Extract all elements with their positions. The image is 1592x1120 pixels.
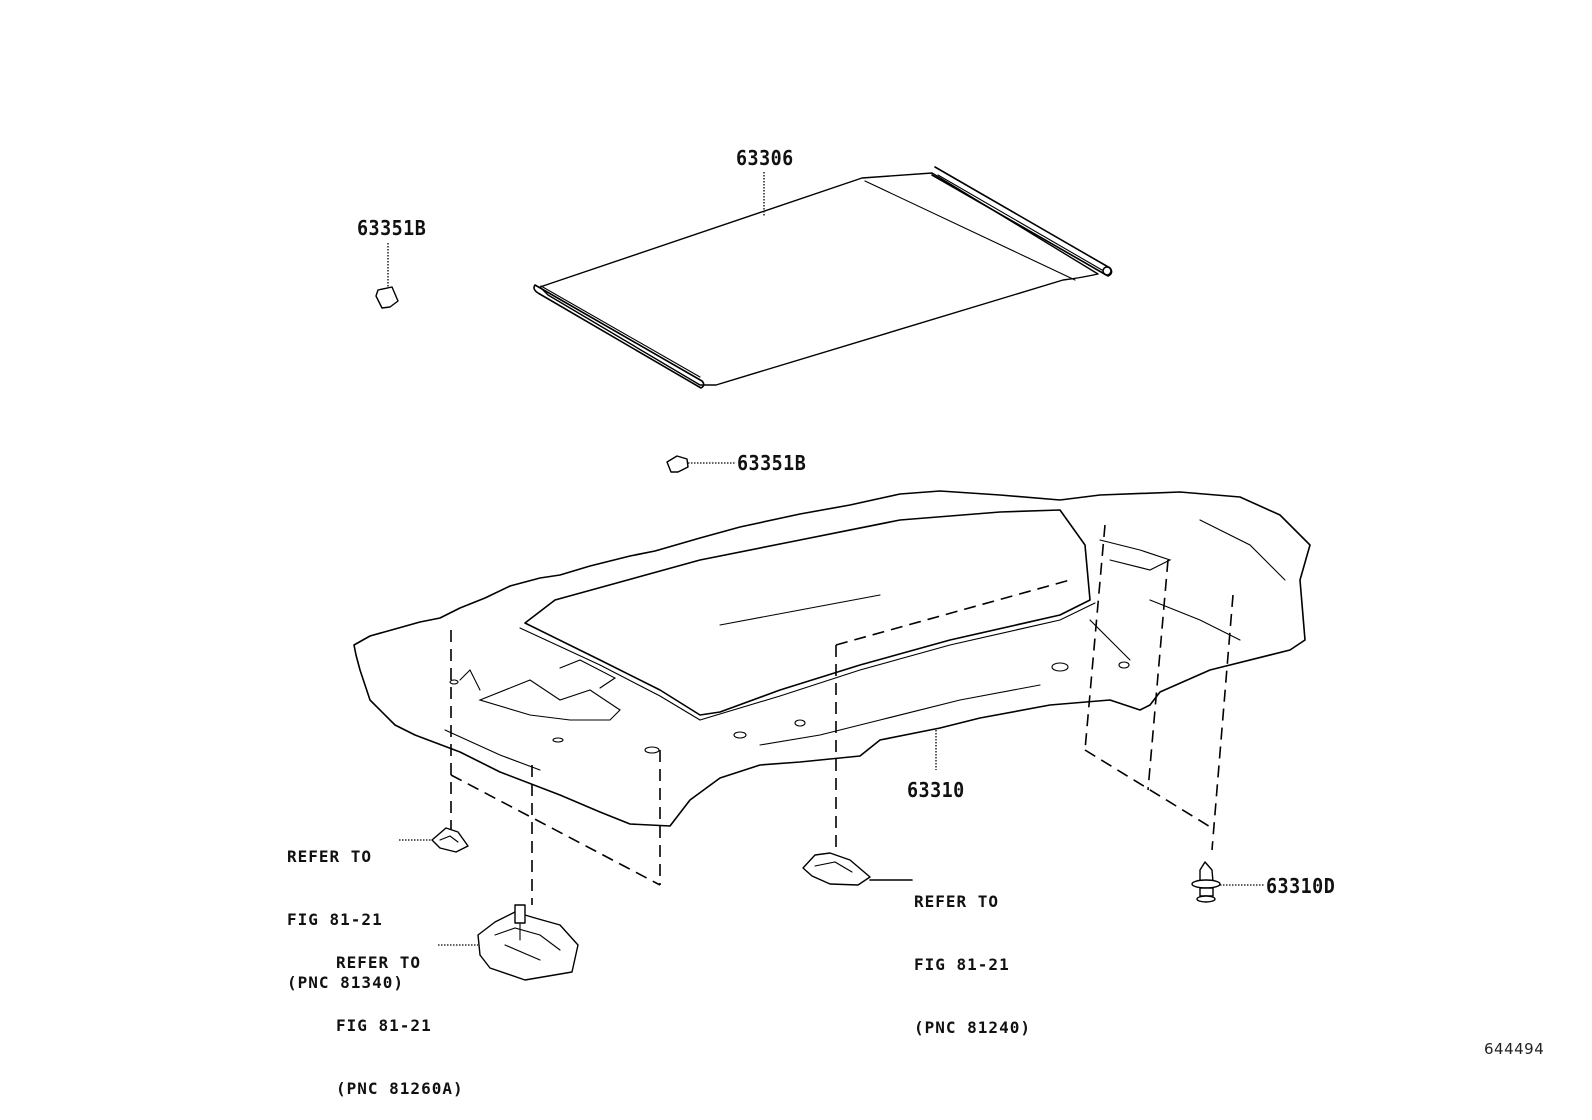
clip-63310d[interactable]	[1191, 861, 1221, 903]
reference-line: REFER TO	[287, 847, 373, 866]
figure-number: 644494	[1484, 1040, 1545, 1058]
reference-pnc-81340: REFER TO FIG 81-21 (PNC 81340)	[287, 804, 404, 1014]
reference-line: REFER TO	[914, 892, 1000, 911]
lamp-81260a[interactable]	[477, 904, 579, 981]
reference-pnc-81240: REFER TO FIG 81-21 (PNC 81240)	[914, 849, 1031, 1059]
reference-line: (PNC 81260A)	[336, 1079, 464, 1098]
reference-line: FIG 81-21	[914, 955, 1010, 974]
reference-line: REFER TO	[336, 953, 422, 972]
reference-line: FIG 81-21	[287, 910, 383, 929]
clip-63351b-middle[interactable]	[666, 455, 689, 473]
lamp-81240[interactable]	[802, 852, 871, 886]
label-63310d: 63310D	[1266, 874, 1336, 898]
sunshade-panel[interactable]	[533, 166, 1113, 389]
lamp-81340[interactable]	[431, 827, 469, 853]
clip-63351b-upper[interactable]	[375, 286, 399, 309]
reference-line: FIG 81-21	[336, 1016, 432, 1035]
label-63351b-upper: 63351B	[357, 216, 427, 240]
reference-line: (PNC 81340)	[287, 973, 404, 992]
projection-lines	[450, 524, 1234, 905]
label-63310: 63310	[907, 778, 965, 802]
label-63351b-middle: 63351B	[737, 451, 807, 475]
label-63306: 63306	[736, 146, 794, 170]
headliner-63310[interactable]	[353, 490, 1311, 827]
reference-pnc-81260a: REFER TO FIG 81-21 (PNC 81260A)	[336, 910, 464, 1120]
reference-line: (PNC 81240)	[914, 1018, 1031, 1037]
